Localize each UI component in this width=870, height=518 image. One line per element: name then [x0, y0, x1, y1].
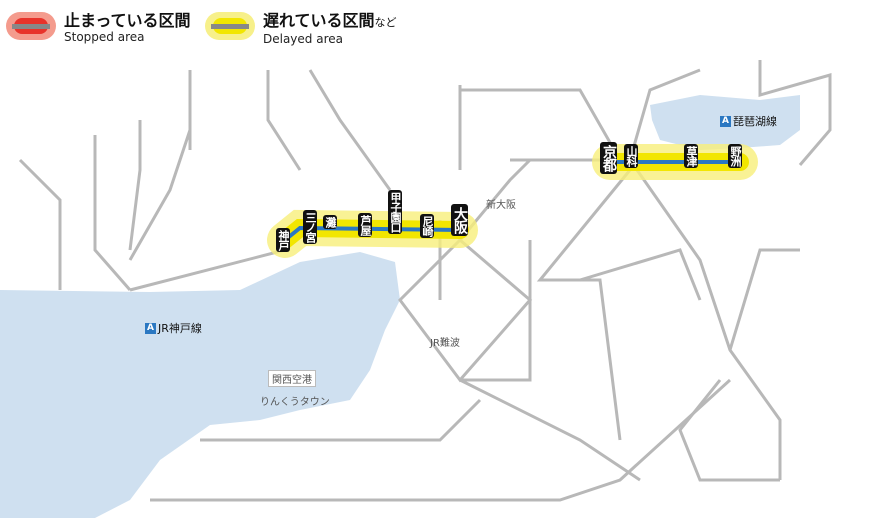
- legend-delayed-suffix: など: [374, 16, 397, 29]
- legend-delayed-jp: 遅れている区間など: [263, 12, 397, 32]
- station-kobe[interactable]: 神戸: [276, 228, 290, 252]
- station-osaka[interactable]: 大阪: [451, 204, 468, 236]
- station-rinku[interactable]: りんくうタウン: [260, 397, 330, 408]
- station-yamashina[interactable]: 山科: [624, 144, 638, 168]
- station-shinosaka[interactable]: 新大阪: [486, 200, 516, 211]
- line-badge-biwako[interactable]: A 琵琶湖線: [720, 113, 777, 129]
- line-badge-letter: A: [720, 115, 731, 127]
- legend-delayed-jp-main: 遅れている区間: [263, 11, 375, 30]
- station-kyoto[interactable]: 京都: [600, 142, 617, 174]
- legend-delayed-en: Delayed area: [263, 32, 343, 46]
- station-koshienguchi[interactable]: 甲子園口: [388, 190, 402, 234]
- legend-stopped-jp: 止まっている区間: [64, 11, 191, 30]
- station-nada[interactable]: 灘: [323, 215, 337, 229]
- line-badge-name: 琵琶湖線: [733, 115, 777, 128]
- station-kix[interactable]: 関西空港: [268, 370, 316, 387]
- line-badge-letter: A: [145, 322, 156, 334]
- station-amagasaki[interactable]: 尼崎: [420, 214, 434, 238]
- legend-stopped: 止まっている区間 Stopped area: [64, 11, 191, 45]
- line-badge-kobe[interactable]: A JR神戸線: [145, 320, 202, 336]
- osaka-bay: [0, 252, 400, 518]
- legend-delayed: 遅れている区間など Delayed area: [263, 12, 397, 47]
- legend-swatches: [6, 12, 255, 40]
- line-badge-name: JR神戸線: [158, 322, 202, 335]
- legend-stopped-en: Stopped area: [64, 30, 145, 44]
- station-kusatsu[interactable]: 草津: [684, 144, 698, 168]
- station-sannomiya[interactable]: 三ノ宮: [303, 210, 317, 244]
- station-ashiya[interactable]: 芦屋: [358, 213, 372, 237]
- station-jrnamba[interactable]: JR難波: [430, 338, 460, 349]
- station-yasu[interactable]: 野洲: [728, 144, 742, 168]
